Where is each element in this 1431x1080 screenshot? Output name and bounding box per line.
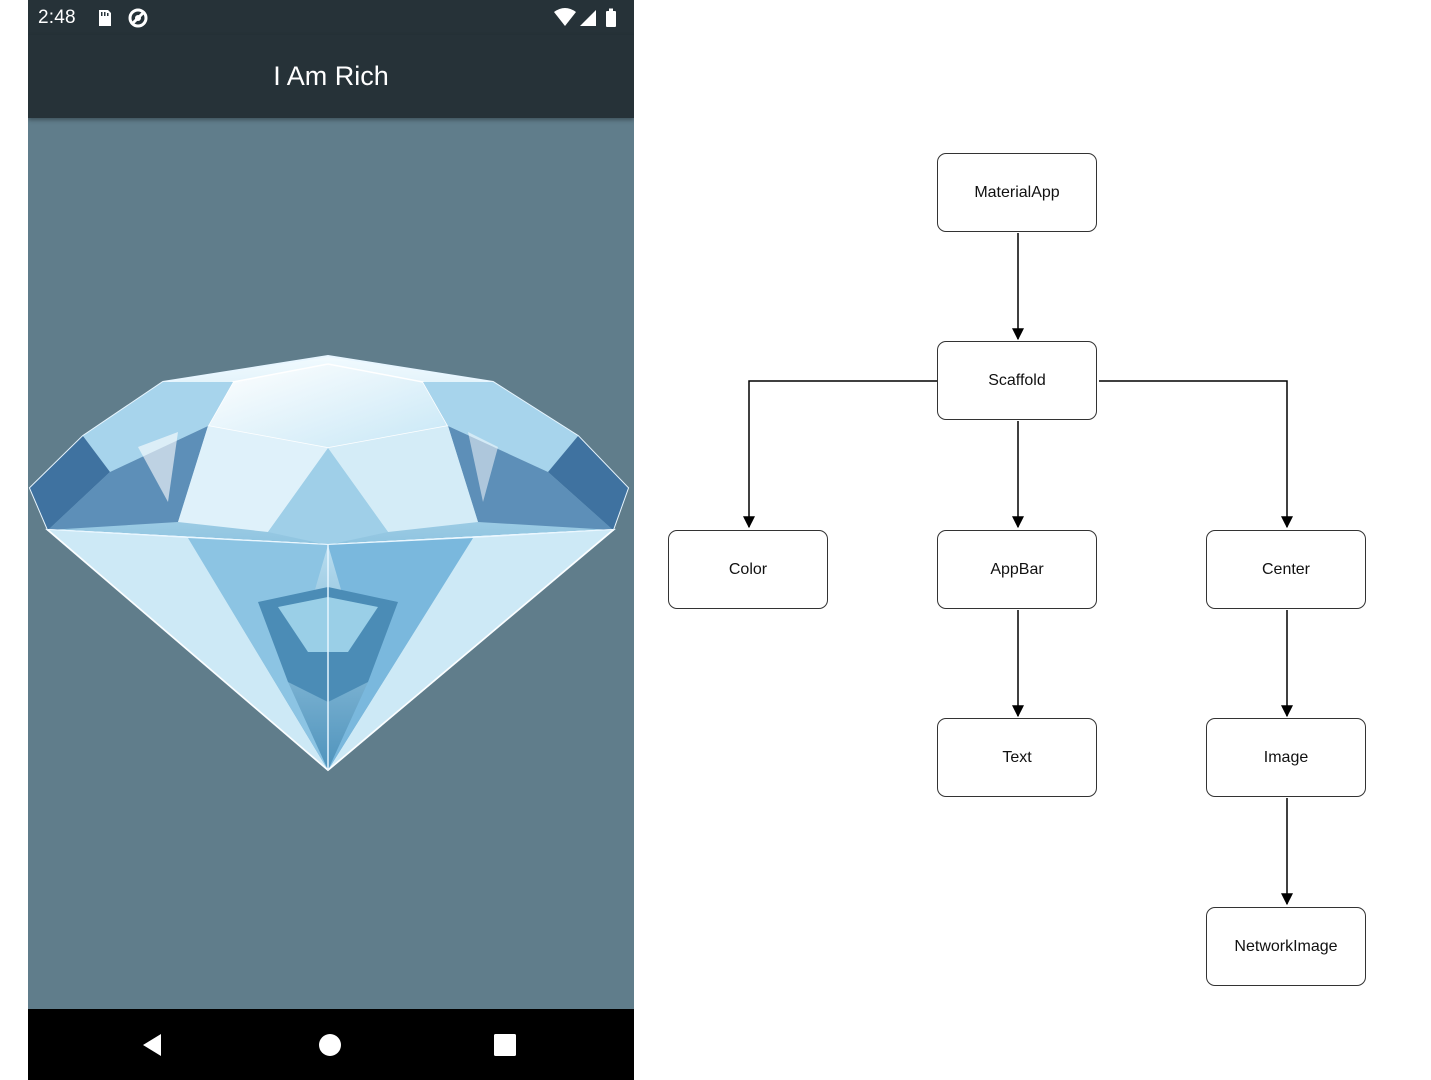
node-networkimage: NetworkImage (1206, 907, 1366, 986)
battery-icon (606, 8, 616, 27)
diamond-image (28, 354, 630, 772)
edge-scaffold-center (1099, 380, 1293, 529)
app-bar: I Am Rich (28, 35, 634, 118)
navigation-bar (28, 1009, 634, 1080)
signal-icon (580, 10, 596, 26)
sd-card-icon (99, 10, 111, 26)
status-left-icons (99, 8, 148, 28)
home-icon[interactable] (316, 1031, 344, 1059)
app-title: I Am Rich (273, 61, 389, 91)
node-color: Color (668, 530, 828, 609)
node-image: Image (1206, 718, 1366, 797)
node-materialapp: MaterialApp (937, 153, 1097, 232)
status-time: 2:48 (38, 7, 76, 28)
diagram-edges (743, 233, 1293, 906)
status-bar: 2:48 (28, 0, 634, 35)
widget-tree-diagram: MaterialApp Scaffold Color AppBar Center… (640, 0, 1431, 1080)
node-appbar: AppBar (937, 530, 1097, 609)
back-icon[interactable] (139, 1031, 167, 1059)
node-center: Center (1206, 530, 1366, 609)
node-scaffold: Scaffold (937, 341, 1097, 420)
wifi-icon (554, 8, 576, 26)
recents-icon[interactable] (491, 1031, 519, 1059)
edge-scaffold-color (743, 380, 937, 529)
app-body (28, 118, 634, 1009)
phone-screen: 2:48 I Am Rich (28, 0, 634, 1080)
node-text: Text (937, 718, 1097, 797)
status-right-icons (554, 8, 616, 27)
data-saver-icon (128, 8, 148, 28)
